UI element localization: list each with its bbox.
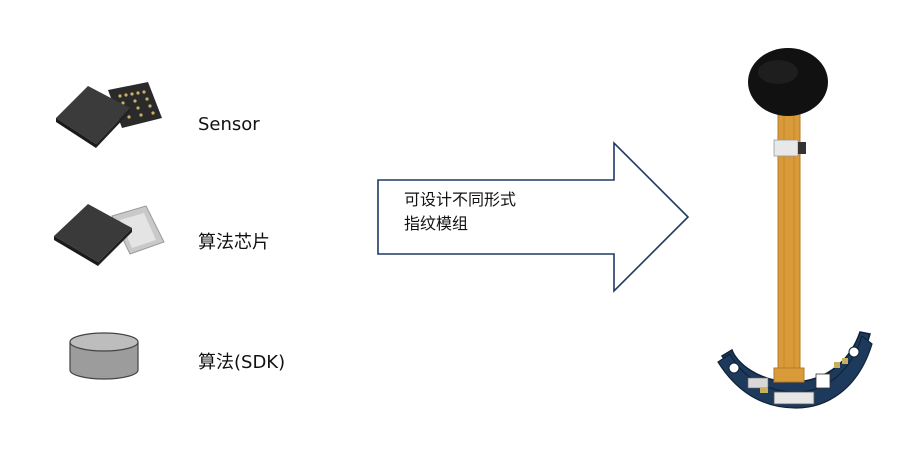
sdk-item: 算法(SDK) [66, 330, 386, 390]
sensor-label: Sensor [198, 114, 260, 135]
arrow-shape [377, 141, 690, 293]
sensor-chip-icon [50, 78, 170, 158]
design-arrow: 可设计不同形式 指纹模组 [376, 140, 692, 294]
algorithm-chip-item: 算法芯片 [50, 196, 370, 276]
sdk-cylinder-icon [66, 330, 142, 382]
arrow-caption-line1: 可设计不同形式 [404, 190, 517, 209]
arrow-caption-line2: 指纹模组 [404, 214, 469, 233]
fingerprint-module-icon [712, 44, 882, 414]
sdk-label: 算法(SDK) [198, 352, 286, 373]
sensor-item: Sensor [50, 78, 370, 158]
algorithm-chip-label: 算法芯片 [198, 232, 270, 253]
arrow-caption: 可设计不同形式 指纹模组 [404, 188, 516, 236]
algorithm-chip-icon [50, 196, 170, 276]
